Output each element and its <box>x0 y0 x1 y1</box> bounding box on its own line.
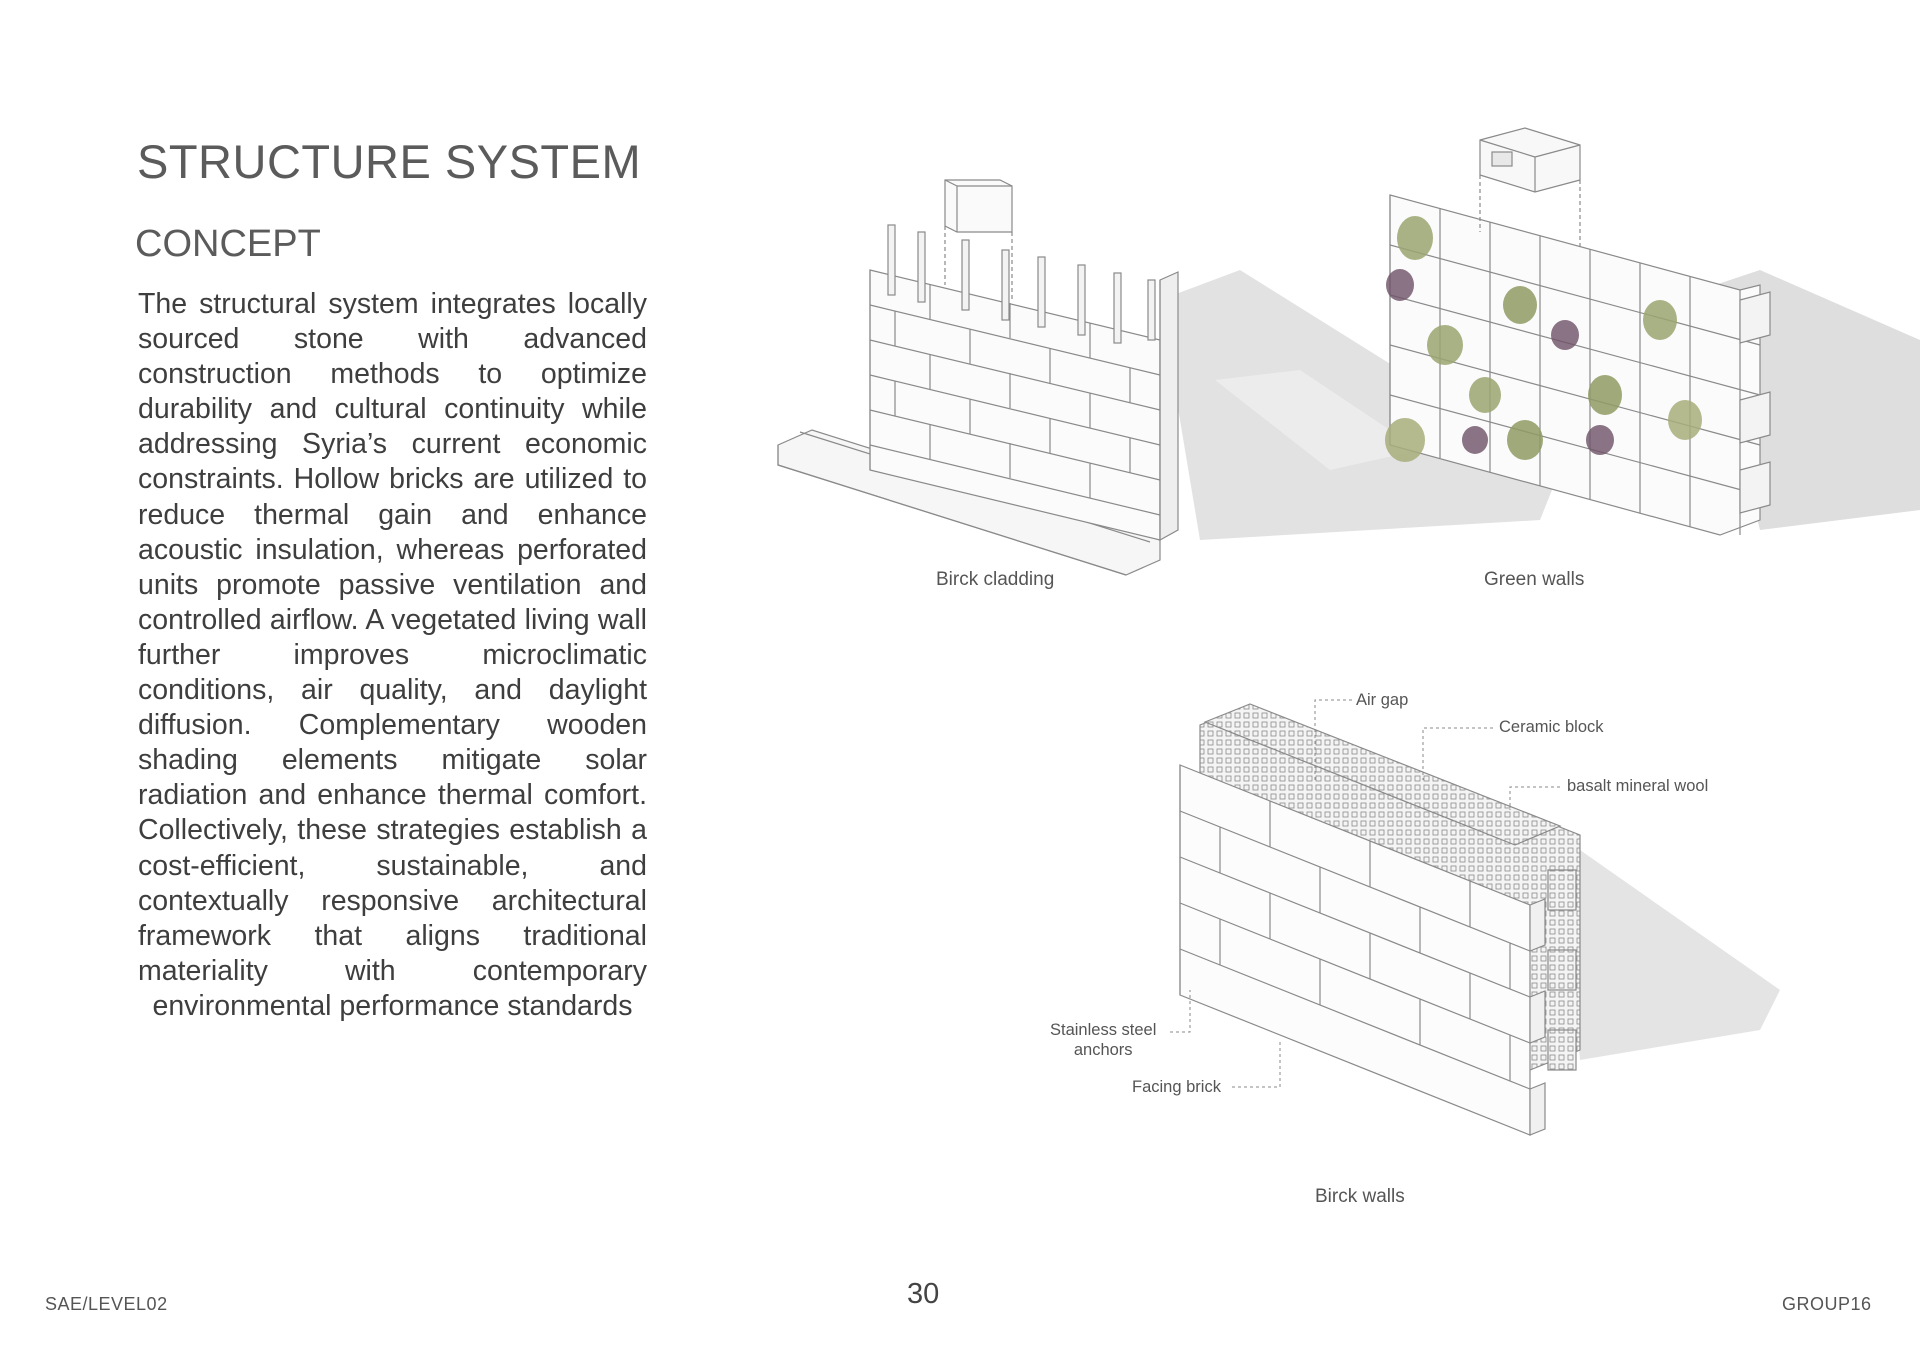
label-ceramic-block: Ceramic block <box>1499 718 1604 736</box>
green-walls-drawing <box>1385 127 1920 536</box>
label-facing-brick: Facing brick <box>1132 1078 1221 1096</box>
footer-right: GROUP16 <box>1782 1294 1872 1314</box>
label-air-gap: Air gap <box>1356 691 1409 709</box>
label-mineral-wool: basalt mineral wool <box>1567 777 1709 795</box>
caption-brick-walls: Birck walls <box>1315 1186 1405 1207</box>
brick-cladding-drawing <box>777 179 1560 576</box>
section-title: CONCEPT <box>135 223 321 265</box>
label-anchors-line1: Stainless steel <box>1050 1021 1157 1039</box>
label-anchors: Stainless steel anchors <box>1050 1020 1156 1060</box>
concept-paragraph: The structural system integrates locally… <box>138 288 647 1022</box>
caption-brick-cladding: Birck cladding <box>936 569 1055 590</box>
caption-green-walls: Green walls <box>1484 569 1585 590</box>
brick-walls-drawing <box>1170 699 1780 1136</box>
page-number: 30 <box>907 1278 940 1310</box>
page-title: STRUCTURE SYSTEM <box>137 135 642 188</box>
footer-left: SAE/LEVEL02 <box>45 1294 168 1314</box>
label-anchors-line2: anchors <box>1073 1041 1133 1059</box>
